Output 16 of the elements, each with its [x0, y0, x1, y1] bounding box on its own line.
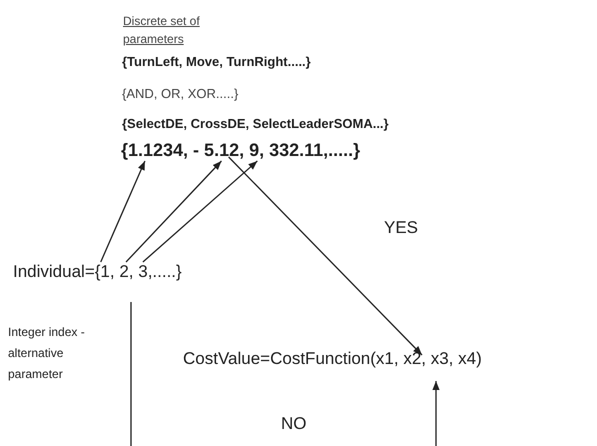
expression-text: CostValue=CostFunction(x1, x2, x3, x4): [183, 349, 482, 369]
arrow: [228, 156, 422, 356]
branch-label: NO: [281, 414, 306, 434]
expression-text: {1.1234, - 5.12, 9, 332.11,.....}: [121, 140, 360, 161]
set-text: {TurnLeft, Move, TurnRight.....}: [122, 54, 311, 69]
expression-text: Individual={1, 2, 3,.....}: [13, 262, 182, 282]
branch-label: YES: [384, 218, 418, 238]
arrow: [432, 381, 440, 446]
connector-line: [130, 302, 132, 446]
heading-text: Discrete set of parameters: [123, 13, 201, 48]
set-text: {SelectDE, CrossDE, SelectLeaderSOMA...}: [122, 116, 389, 131]
note-text: Integer index - alternative parameter: [8, 324, 86, 383]
set-text: {AND, OR, XOR.....}: [122, 86, 238, 101]
arrow: [100, 160, 146, 262]
arrow: [142, 160, 258, 262]
arrow: [126, 160, 222, 262]
